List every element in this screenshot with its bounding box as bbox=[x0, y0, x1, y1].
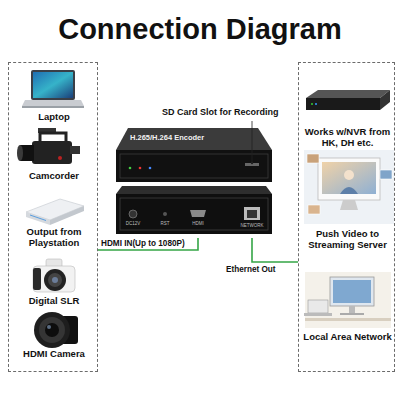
encoder-led bbox=[129, 167, 132, 170]
leader-dot bbox=[251, 162, 253, 164]
item-label: Local Area Network bbox=[299, 332, 396, 343]
camcorder-icon bbox=[17, 128, 80, 164]
dc-jack bbox=[129, 210, 137, 218]
streaming-stand bbox=[340, 200, 358, 210]
diagram-title: Connection Diagram bbox=[0, 14, 400, 46]
console-icon bbox=[26, 199, 84, 225]
nvr-top bbox=[306, 90, 390, 98]
streaming-thumb bbox=[380, 170, 392, 179]
lan-desk bbox=[305, 318, 391, 321]
camcorder-viewfinder bbox=[70, 146, 80, 154]
item-label: Camcorder bbox=[9, 171, 99, 182]
reset-button bbox=[163, 212, 167, 216]
console-light bbox=[30, 215, 46, 221]
lan-backdrop bbox=[305, 272, 391, 328]
laptop-lid bbox=[31, 70, 75, 100]
streaming-person bbox=[344, 170, 354, 180]
lan-stand bbox=[349, 306, 355, 313]
camera-ring bbox=[39, 317, 65, 343]
hdmi-camera-icon bbox=[34, 312, 78, 348]
laptop-icon bbox=[22, 70, 84, 108]
streaming-icon bbox=[304, 150, 394, 224]
streaming-backdrop bbox=[304, 150, 394, 224]
lan-screen bbox=[333, 280, 371, 303]
lan-laptop bbox=[308, 300, 328, 313]
nvr-led bbox=[311, 103, 313, 105]
dslr-lens bbox=[44, 269, 66, 291]
dslr-glass bbox=[52, 277, 58, 283]
dslr-icon bbox=[33, 259, 75, 292]
rj45-port bbox=[244, 207, 260, 220]
encoder-panel bbox=[120, 154, 268, 178]
item-label: Works w/NVR from HK, DH etc. bbox=[299, 127, 396, 149]
item-label: Laptop bbox=[9, 112, 99, 123]
console-front bbox=[26, 212, 50, 225]
console-top bbox=[26, 199, 84, 220]
item-label: HDMI Camera bbox=[9, 349, 99, 360]
streaming-person bbox=[340, 187, 358, 194]
streaming-thumb bbox=[307, 154, 319, 163]
source-group: LaptopCamcorderOutput from PlaystationDi… bbox=[8, 62, 98, 372]
nvr-icon bbox=[306, 90, 390, 110]
rj45-socket bbox=[247, 210, 257, 218]
encoder-front bbox=[116, 150, 272, 182]
hdmi-port bbox=[190, 210, 206, 217]
laptop-screen bbox=[33, 72, 73, 98]
camcorder-button bbox=[58, 156, 62, 160]
streaming-monitor bbox=[318, 158, 380, 200]
encoder-rear bbox=[116, 194, 272, 234]
encoder-top bbox=[116, 128, 272, 150]
edge-label: HDMI IN(Up to 1080P) bbox=[101, 239, 185, 248]
camera-barrel bbox=[34, 312, 70, 348]
callout-leader bbox=[251, 121, 253, 164]
item-label: Digital SLR bbox=[9, 296, 99, 307]
encoder-led bbox=[139, 167, 142, 170]
port-label: DC12V bbox=[120, 222, 146, 227]
encoder-rear-panel bbox=[120, 198, 268, 230]
streaming-thumb bbox=[308, 205, 320, 214]
lan-icon bbox=[304, 272, 391, 328]
encoder-box: H.265/H.264 Encoder bbox=[112, 122, 278, 238]
leader-line bbox=[252, 121, 253, 162]
item-label: Push Video to Streaming Server bbox=[299, 229, 396, 251]
camcorder-handle bbox=[40, 133, 66, 142]
nvr-front bbox=[306, 98, 380, 110]
port-label: NETWORK bbox=[238, 224, 266, 229]
lan-monitor bbox=[330, 277, 374, 306]
destination-group: Works w/NVR from HK, DH etc. Push Video t… bbox=[298, 62, 395, 372]
lan-foot bbox=[340, 313, 364, 315]
encoder-rear-top bbox=[116, 186, 272, 194]
streaming-video bbox=[322, 162, 376, 194]
laptop-base bbox=[22, 100, 84, 106]
console-side bbox=[50, 206, 84, 225]
dslr-body bbox=[33, 266, 75, 292]
camera-glass bbox=[45, 323, 59, 337]
device-name: H.265/H.264 Encoder bbox=[130, 134, 240, 142]
edge-label: Ethernet Out bbox=[226, 265, 276, 274]
dslr-lens-ring bbox=[48, 273, 62, 287]
item-label: Output from Playstation bbox=[9, 227, 99, 249]
lan-laptop-base bbox=[304, 313, 332, 316]
port-label: RST bbox=[155, 222, 175, 227]
callout-text: SD Card Slot for Recording bbox=[162, 108, 279, 118]
cable-line bbox=[252, 238, 298, 262]
port-label: HDMI bbox=[186, 222, 210, 227]
laptop-edge bbox=[22, 106, 84, 108]
encoder-led bbox=[149, 167, 152, 170]
camcorder-lens bbox=[17, 145, 23, 161]
nvr-led bbox=[315, 103, 317, 105]
encoder-illustration bbox=[116, 128, 272, 234]
dslr-grip bbox=[33, 268, 41, 290]
camcorder-body bbox=[32, 141, 72, 164]
cable-line bbox=[98, 238, 198, 250]
nvr-side bbox=[380, 90, 390, 110]
camera-glint bbox=[47, 325, 51, 329]
